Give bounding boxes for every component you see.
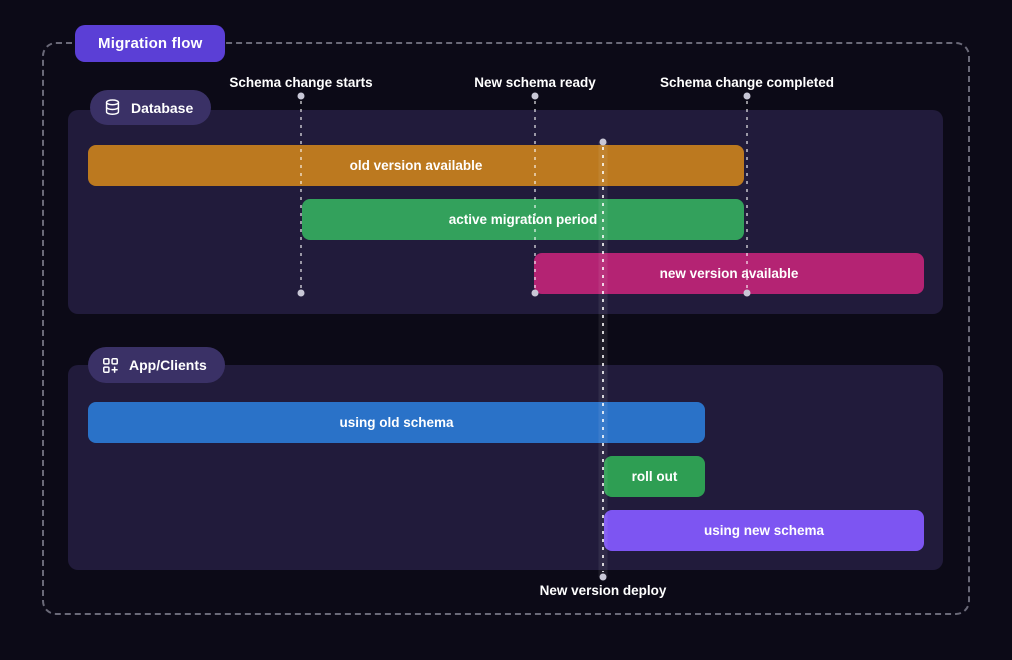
- database-icon: [103, 98, 122, 117]
- milestone-label-new-schema-ready: New schema ready: [474, 75, 596, 90]
- bar-roll-out: roll out: [604, 456, 705, 497]
- bar-new-version-available: new version available: [534, 253, 924, 294]
- bar-using-old-schema: using old schema: [88, 402, 705, 443]
- lane-badge-app-clients-label: App/Clients: [129, 357, 207, 373]
- bar-label: active migration period: [448, 212, 598, 227]
- lane-badge-app-clients: App/Clients: [88, 347, 225, 383]
- milestone-dot-bottom: [531, 289, 539, 297]
- milestone-dot-top: [531, 92, 539, 100]
- milestone-line-schema-change-starts: [300, 101, 302, 289]
- diagram-title-badge: Migration flow: [75, 25, 226, 62]
- milestone-dot-bottom: [743, 289, 751, 297]
- bar-label: using new schema: [703, 523, 825, 538]
- lane-badge-database: Database: [90, 90, 212, 125]
- bar-label: roll out: [631, 469, 678, 484]
- bar-label: using old schema: [339, 415, 454, 430]
- bar-old-version-available: old version available: [88, 145, 744, 186]
- milestone-line-new-version-deploy: [602, 147, 604, 572]
- lane-badge-database-label: Database: [131, 99, 194, 116]
- milestone-label-schema-change-starts: Schema change starts: [229, 75, 373, 90]
- milestone-dot-top: [297, 92, 305, 100]
- diagram-boundary: [42, 42, 970, 615]
- milestone-label-schema-change-completed: Schema change completed: [659, 75, 835, 90]
- milestone-dot-bottom: [599, 573, 607, 581]
- bar-label: new version available: [659, 266, 799, 281]
- bar-label: old version available: [349, 158, 483, 173]
- apps-icon: [101, 356, 120, 375]
- diagram-title: Migration flow: [98, 35, 203, 52]
- milestone-dot-bottom: [297, 289, 305, 297]
- milestone-label-new-version-deploy: New version deploy: [539, 583, 667, 598]
- milestone-line-schema-change-completed: [746, 101, 748, 289]
- milestone-dot-top: [599, 138, 607, 146]
- bar-using-new-schema: using new schema: [604, 510, 924, 551]
- milestone-line-new-schema-ready: [534, 101, 536, 289]
- milestone-dot-top: [743, 92, 751, 100]
- bar-active-migration-period: active migration period: [302, 199, 744, 240]
